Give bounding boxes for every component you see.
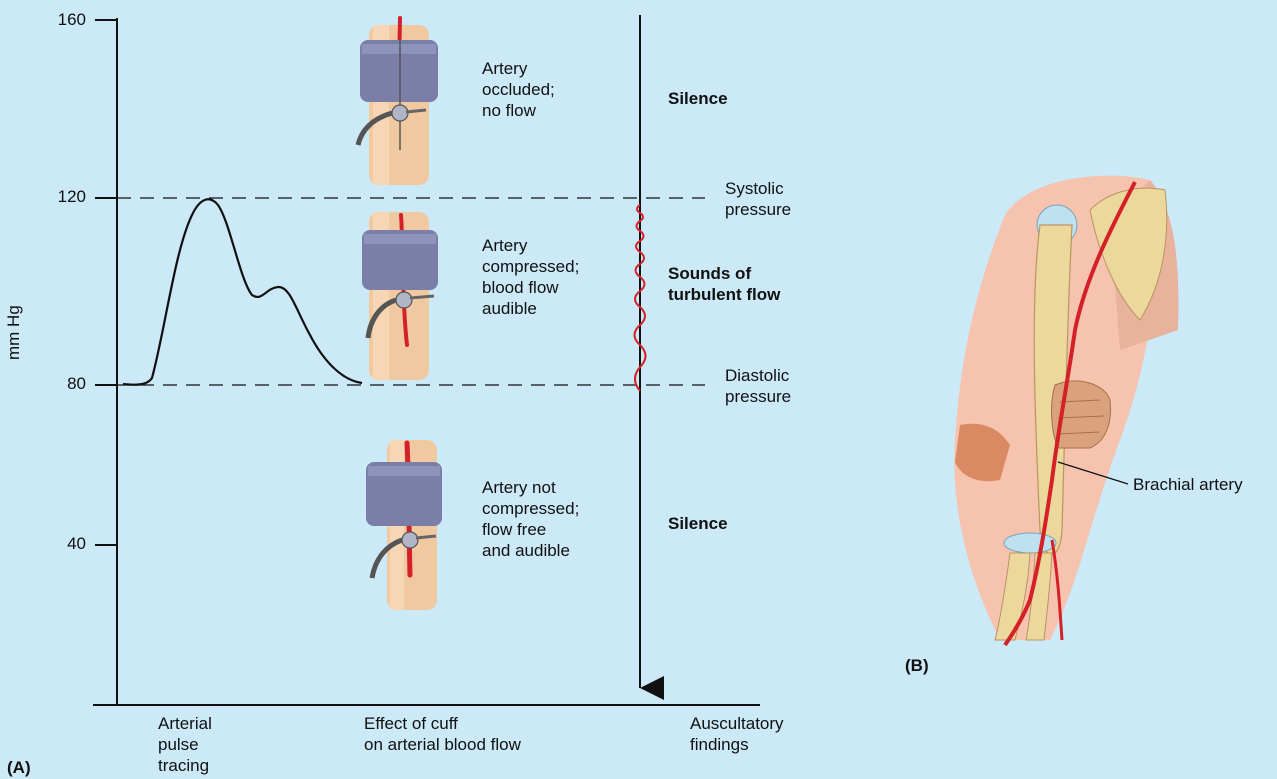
- brachial-artery-label: Brachial artery: [1133, 474, 1243, 495]
- panel-label-b: (B): [905, 655, 929, 676]
- tick-label-160: 160: [46, 10, 86, 30]
- cuff-illustration-free: [366, 440, 442, 610]
- cuff-state-compressed-text: Artery compressed; blood flow audible: [482, 235, 579, 319]
- tick-label-40: 40: [46, 534, 86, 554]
- finding-silence-bottom: Silence: [668, 513, 728, 534]
- diastolic-pressure-label: Diastolic pressure: [725, 365, 791, 407]
- y-axis-label: mm Hg: [3, 300, 24, 360]
- arm-illustration: [954, 176, 1178, 645]
- finding-turbulent-flow: Sounds of turbulent flow: [668, 263, 780, 305]
- bottom-label-pulse-tracing: Arterial pulse tracing: [158, 713, 212, 776]
- finding-silence-top: Silence: [668, 88, 728, 109]
- cuff-illustration-compressed: [362, 212, 438, 380]
- cuff-illustration-occluded: [358, 18, 438, 185]
- systolic-pressure-label: Systolic pressure: [725, 178, 791, 220]
- tick-label-80: 80: [46, 374, 86, 394]
- bottom-label-auscultatory: Auscultatory findings: [690, 713, 784, 755]
- pulse-tracing: [123, 199, 362, 384]
- bottom-label-cuff-effect: Effect of cuff on arterial blood flow: [364, 713, 521, 755]
- cuff-state-free-text: Artery not compressed; flow free and aud…: [482, 477, 579, 561]
- panel-label-a: (A): [7, 757, 31, 778]
- cuff-state-occluded-text: Artery occluded; no flow: [482, 58, 555, 121]
- tick-label-120: 120: [46, 187, 86, 207]
